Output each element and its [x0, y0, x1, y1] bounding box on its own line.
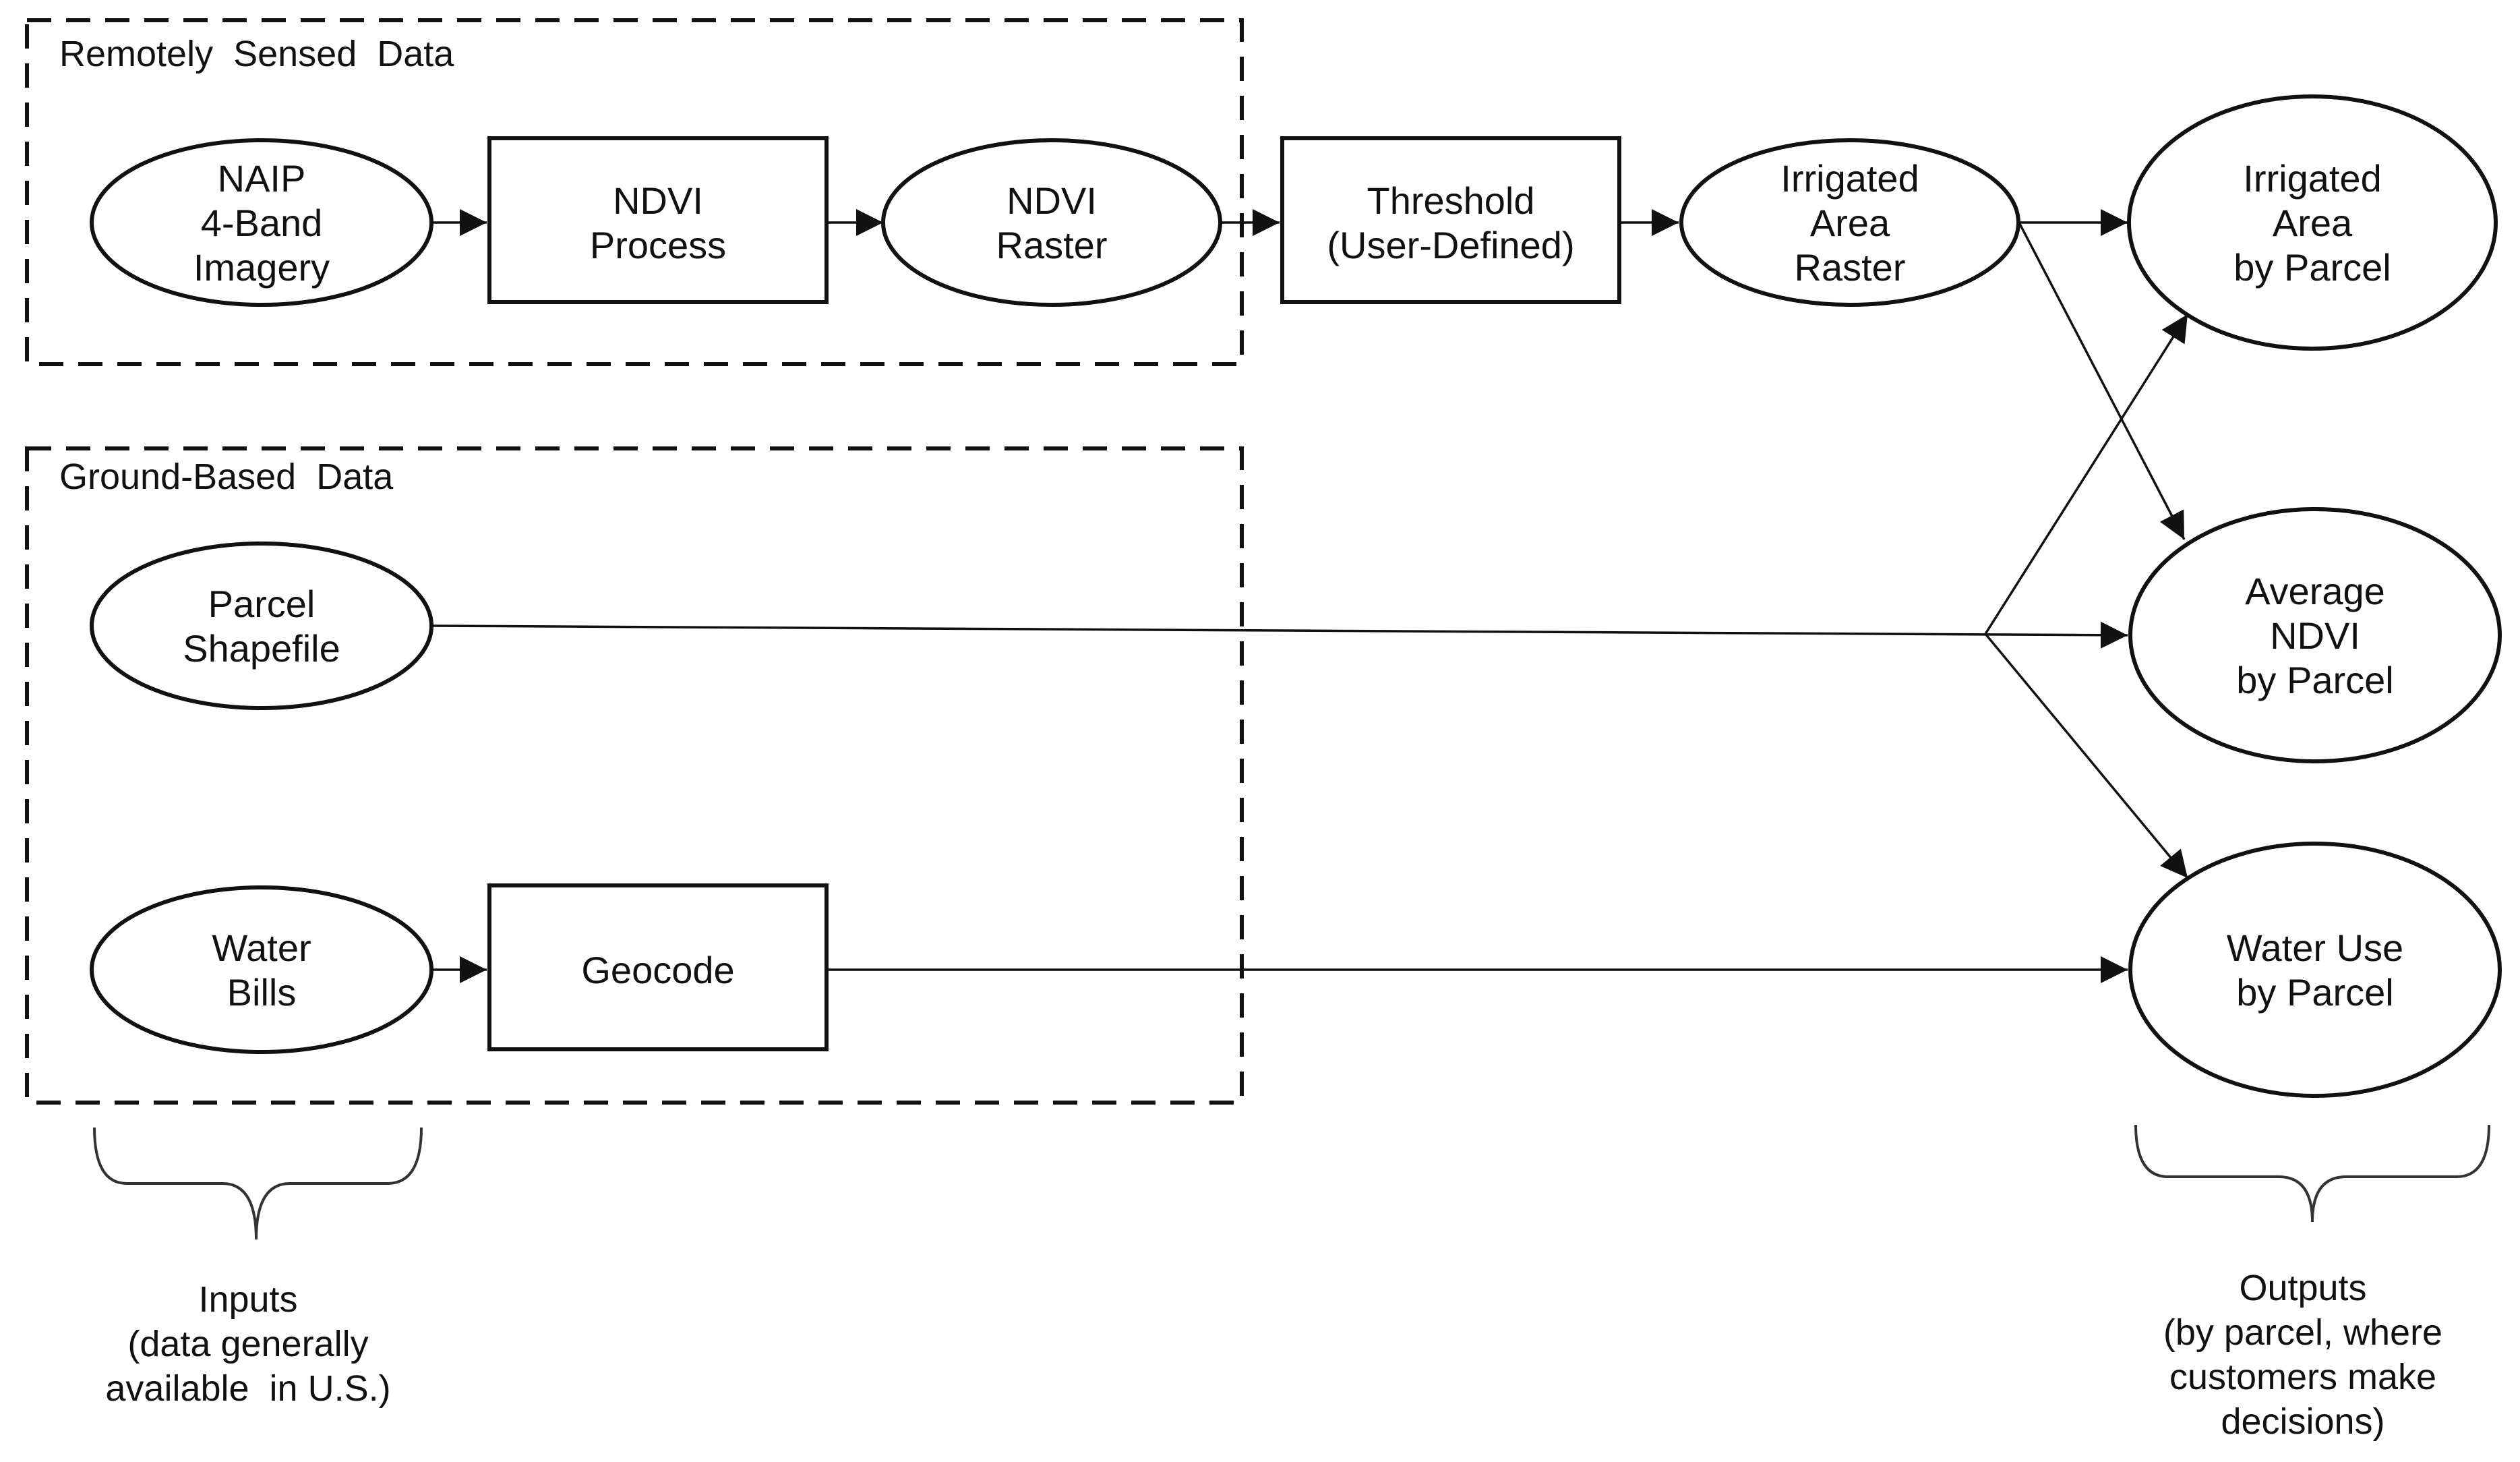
- outputs-brace: [2134, 1124, 2490, 1223]
- text-line: (data generally: [127, 1324, 368, 1364]
- text-line: Outputs: [2239, 1268, 2366, 1308]
- text-line: Geocode: [581, 949, 734, 991]
- group-label-remote: Remotely Sensed Data: [59, 34, 454, 74]
- text-line: Irrigated: [1780, 157, 1919, 200]
- text-line: NDVI: [2270, 614, 2360, 657]
- text-line: Shapefile: [183, 627, 340, 670]
- text-line: NDVI: [613, 179, 703, 222]
- edges: [431, 209, 2189, 983]
- text-line: by Parcel: [2233, 246, 2391, 289]
- text-line: Water Use: [2227, 927, 2403, 969]
- text-line: NAIP: [218, 157, 306, 200]
- inputs-brace: [93, 1127, 423, 1240]
- text-line: Irrigated: [2243, 157, 2381, 200]
- edge-parcel-to-water-use: [1984, 633, 2189, 879]
- text-line: decisions): [2221, 1401, 2384, 1442]
- text-line: Raster: [1795, 246, 1906, 289]
- edge-irrigated-raster-to-average-ndvi: [2018, 222, 2186, 540]
- text-line: customers make: [2169, 1357, 2436, 1397]
- text-line: Area: [1810, 202, 1890, 244]
- edge-parcel-to-irrigated-by-parcel: [1984, 314, 2189, 635]
- text-line: Parcel: [208, 583, 316, 625]
- text-line: Water: [212, 927, 311, 969]
- node-threshold-text: Threshold(User-Defined): [1327, 179, 1574, 266]
- ground-based-data-group: Ground-Based Data: [25, 446, 1244, 1105]
- text-line: Imagery: [193, 246, 330, 289]
- text-line: by Parcel: [2236, 659, 2393, 701]
- text-line: (by parcel, where: [2163, 1312, 2442, 1353]
- text-line: NDVI: [1007, 179, 1097, 222]
- text-line: Process: [590, 224, 726, 266]
- node-geocode: Geocode: [487, 883, 829, 1051]
- text-line: Inputs: [198, 1279, 297, 1320]
- text-line: Bills: [227, 971, 297, 1014]
- edge-parcel-shapefile-to-average-ndvi: [431, 621, 2128, 649]
- text-line: (User-Defined): [1327, 224, 1574, 266]
- text-line: Area: [2273, 202, 2353, 244]
- node-threshold: Threshold(User-Defined): [1280, 136, 1621, 304]
- text-line: Average: [2245, 570, 2385, 612]
- text-line: 4-Band: [201, 202, 323, 244]
- text-line: Threshold: [1367, 179, 1534, 222]
- node-geocode-text: Geocode: [581, 949, 734, 991]
- text-line: by Parcel: [2236, 971, 2393, 1014]
- text-line: Raster: [996, 224, 1108, 266]
- remotely-sensed-data-group: Remotely Sensed Data: [25, 18, 1244, 366]
- text-line: available in U.S.): [105, 1368, 390, 1409]
- group-label-ground: Ground-Based Data: [59, 457, 394, 497]
